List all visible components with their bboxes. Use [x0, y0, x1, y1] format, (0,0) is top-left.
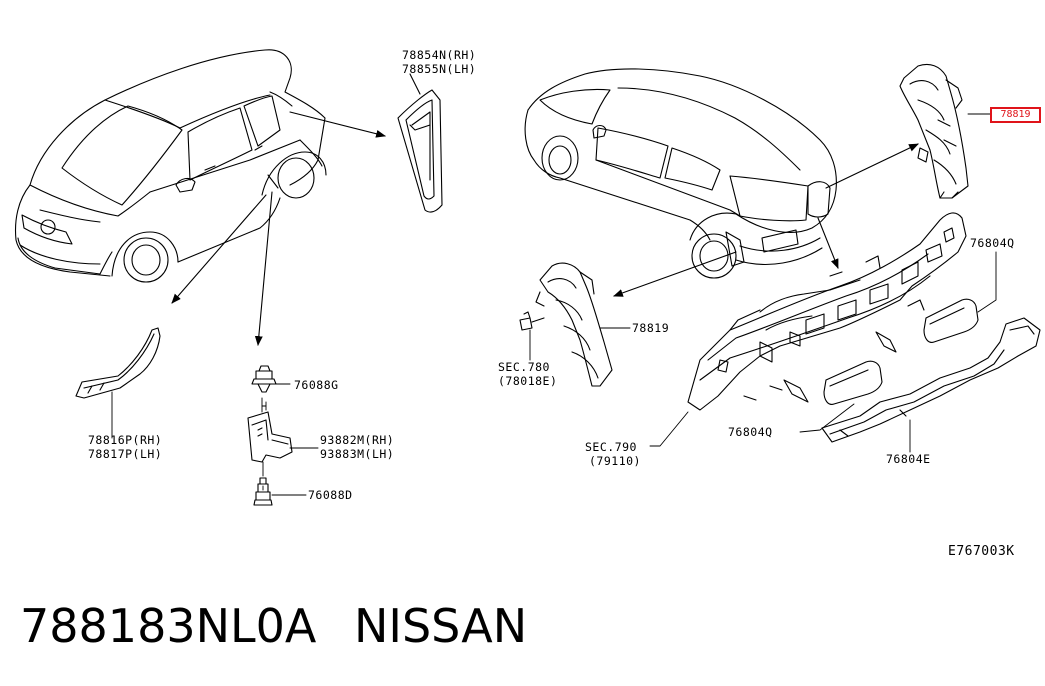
- trim-part-76804E: [821, 317, 1041, 443]
- footer-part-number: 788183NL0A: [20, 599, 317, 653]
- label-78854N: 78854N(RH) 78855N(LH): [402, 48, 476, 76]
- label-78855N-lh: 78855N(LH): [402, 62, 477, 76]
- left-leader-lines: [111, 383, 319, 496]
- footer-brand: NISSAN: [354, 599, 528, 653]
- label-78817P-lh: 78817P(LH): [88, 447, 163, 461]
- label-78819-highlighted[interactable]: 78819: [990, 107, 1041, 123]
- sill-strip-part-78816P: [75, 327, 161, 399]
- right-arrows: [613, 143, 919, 297]
- label-sec790[interactable]: SEC.790 (79110): [585, 440, 641, 468]
- label-78854N-rh: 78854N(RH): [402, 48, 477, 62]
- front-car-illustration: [14, 49, 327, 283]
- rear-car-illustration: [524, 68, 837, 279]
- right-leader-lines: [529, 113, 997, 453]
- pad-part-76804Q-lower: [823, 360, 883, 405]
- quarter-trim-part-78854N: [397, 89, 443, 213]
- label-78819: 78819: [632, 321, 670, 335]
- rear-panel-bracket-78819: [535, 262, 613, 387]
- rear-panel-assembly-sec790: [687, 212, 967, 411]
- left-arrows: [171, 73, 421, 346]
- label-93883M-lh: 93883M(LH): [320, 447, 395, 461]
- label-76804Q-lower: 76804Q: [728, 425, 773, 439]
- clip-part-76088G: [251, 365, 277, 393]
- label-78816P: 78816P(RH) 78817P(LH): [88, 433, 162, 461]
- label-76804E: 76804E: [886, 452, 931, 466]
- label-sec780-ref: (78018E): [498, 374, 558, 388]
- label-sec790-title: SEC.790: [585, 440, 637, 454]
- label-78816P-rh: 78816P(RH): [88, 433, 163, 447]
- bracket-part-93882M: [247, 411, 293, 463]
- bolt-part-76088D: [253, 477, 273, 506]
- label-76088G: 76088G: [294, 378, 339, 392]
- label-93882M-rh: 93882M(RH): [320, 433, 395, 447]
- label-sec780-title: SEC.780: [498, 360, 550, 374]
- clip-sec780: [519, 311, 545, 331]
- rear-panel-bracket-78819-highlighted: [899, 63, 969, 199]
- label-sec780[interactable]: SEC.780 (78018E): [498, 360, 557, 388]
- label-sec790-ref: (79110): [589, 454, 641, 468]
- label-76088D: 76088D: [308, 488, 353, 502]
- label-93882M: 93882M(RH) 93883M(LH): [320, 433, 394, 461]
- diagram-code: E767003K: [948, 544, 1015, 559]
- pad-part-76804Q-upper: [923, 298, 979, 343]
- label-76804Q-upper: 76804Q: [970, 236, 1015, 250]
